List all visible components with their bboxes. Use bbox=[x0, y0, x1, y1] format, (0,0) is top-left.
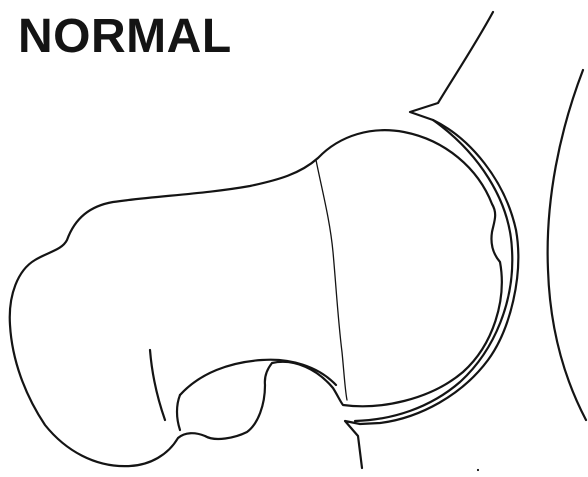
figure-label: NORMAL bbox=[18, 13, 232, 61]
socket-lining bbox=[355, 120, 512, 421]
pelvis-right-edge bbox=[548, 70, 586, 420]
femur-outline bbox=[10, 130, 502, 470]
physeal-line bbox=[316, 160, 347, 400]
trochanter-notch bbox=[177, 395, 180, 430]
